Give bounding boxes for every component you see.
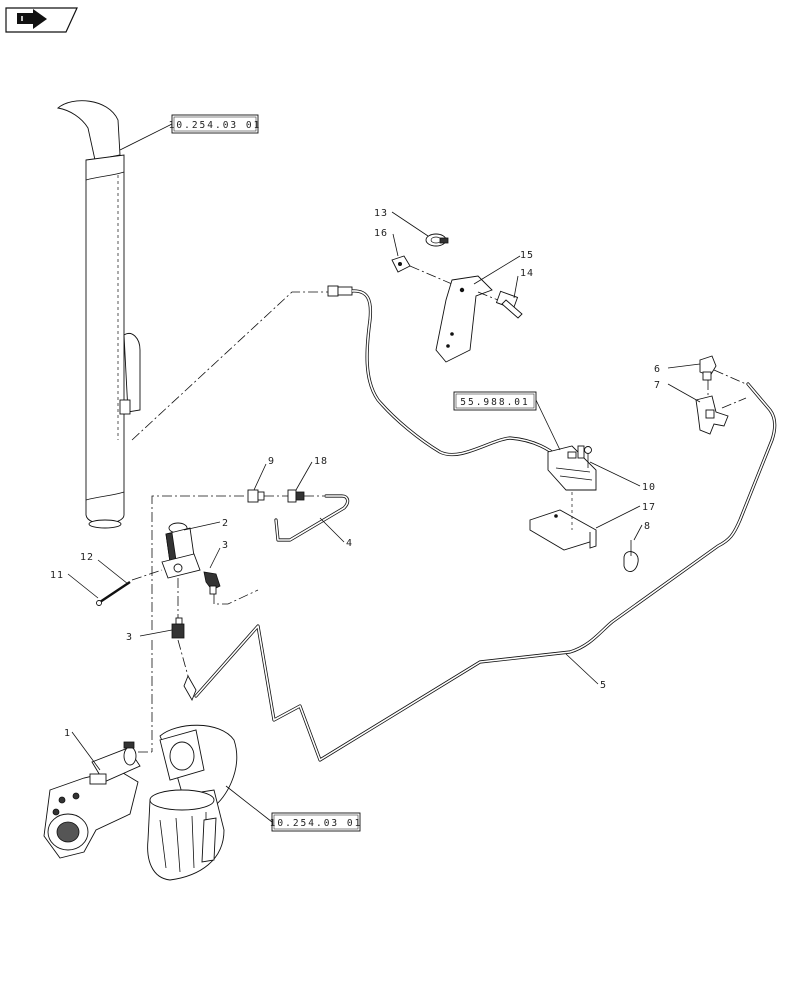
exhaust-brake-actuator-1 [43,741,141,859]
callout-1: 1 [64,728,71,739]
callout-11: 11 [50,570,64,581]
callout-3-lower: 3 [126,632,133,643]
ref-exhaust-elbow[interactable]: 10.254.03 01 [270,812,363,832]
pin-11 [96,581,131,606]
bracket-17 [529,509,597,551]
ref-exhaust-elbow-label: 10.254.03 01 [270,818,363,829]
bolt-14 [495,290,523,319]
exhaust-stack [56,100,141,529]
callout-8: 8 [644,521,651,532]
callout-18: 18 [314,456,328,467]
tube-4 [274,494,350,542]
callout-15: 15 [520,250,534,261]
callout-2: 2 [222,518,229,529]
bracket-15 [435,275,493,363]
elbow-fitting-3-lower [171,617,185,639]
callout-4: 4 [346,538,353,549]
elbow-fitting-3-upper [203,571,221,595]
clip-8 [623,540,639,572]
callout-6: 6 [654,364,661,375]
callout-16: 16 [374,228,388,239]
tee-fitting-7 [695,395,729,435]
nav-forward-button[interactable] [5,7,78,33]
callout-12: 12 [80,552,94,563]
fitting-18 [287,489,305,503]
forward-arrow-icon [17,9,47,29]
callout-17: 17 [642,502,656,513]
ref-harness-label: 55.988.01 [460,397,529,408]
wiring-harness [327,285,597,491]
callout-13: 13 [374,208,388,219]
callout-10: 10 [642,482,656,493]
ref-exhaust-stack[interactable]: 10.254.03 01 [169,114,262,134]
bolt-10 [584,446,592,468]
tube-5 [183,382,777,762]
callout-7: 7 [654,380,661,391]
ref-exhaust-stack-label: 10.254.03 01 [169,120,262,131]
callout-5: 5 [600,680,607,691]
nut-9 [247,489,265,503]
nut-16 [391,255,411,273]
elbow-fitting-6 [699,355,717,381]
callout-9: 9 [268,456,275,467]
exhaust-elbow [147,724,238,881]
ref-harness[interactable]: 55.988.01 [453,391,537,411]
callout-14: 14 [520,268,534,279]
callout-3-upper: 3 [222,540,229,551]
solenoid-valve-2 [161,522,201,579]
clamp-13 [425,233,449,247]
